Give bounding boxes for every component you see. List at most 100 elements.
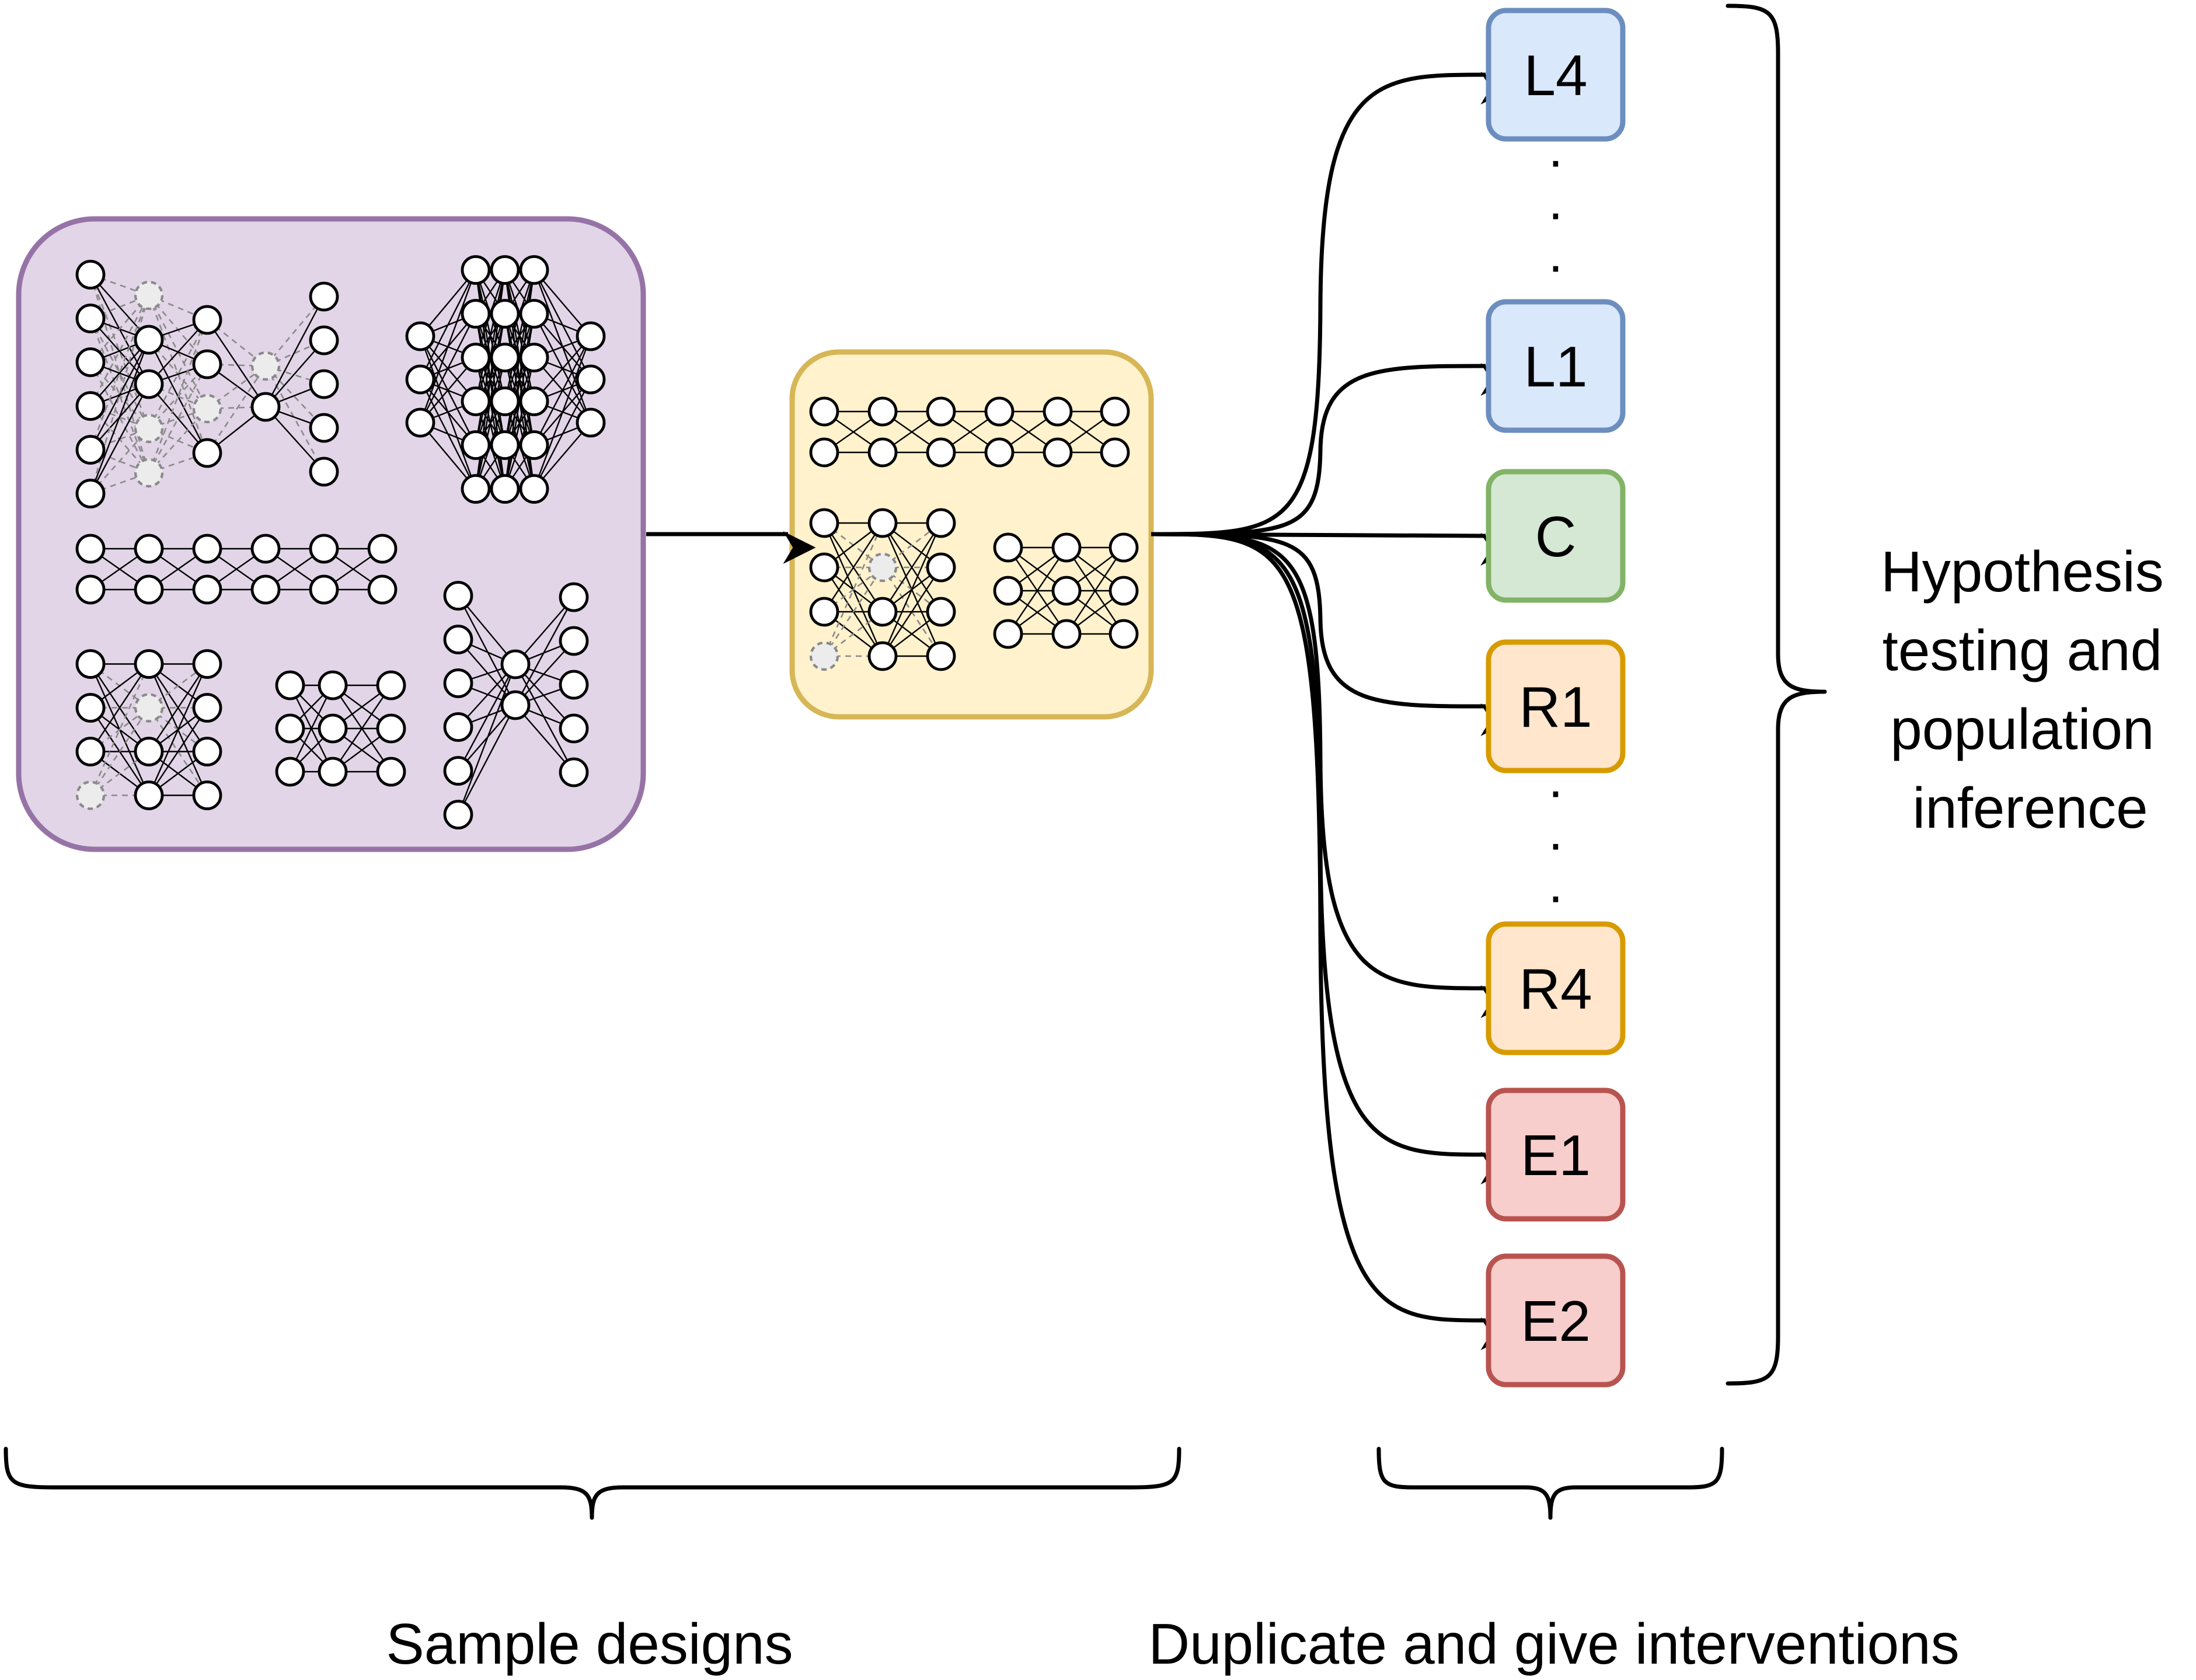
neuron	[75, 391, 106, 421]
neuron	[461, 474, 491, 504]
ellipsis-dot: ·	[1547, 762, 1564, 820]
connection	[457, 664, 517, 772]
dropped-neuron	[134, 413, 164, 444]
connection	[89, 318, 150, 473]
neuron	[576, 407, 606, 438]
neuron	[867, 597, 898, 627]
net-autoencoder	[75, 260, 339, 508]
connection	[89, 707, 150, 796]
neuron	[376, 713, 406, 744]
connection	[148, 664, 208, 796]
neuron	[75, 534, 106, 564]
connection	[89, 339, 150, 494]
neuron	[318, 670, 348, 700]
sample-designs-brace	[4, 1447, 1181, 1520]
connection	[1065, 547, 1125, 635]
net-bottleneck-neurons	[443, 581, 589, 829]
intervention-box-frame	[1486, 299, 1626, 433]
neuron	[250, 534, 281, 564]
ellipsis-dot: ·	[1547, 814, 1564, 873]
neuron	[1051, 619, 1082, 649]
neuron	[993, 532, 1023, 563]
neuron	[490, 386, 520, 416]
neuron	[461, 386, 491, 416]
dropped-neuron	[134, 693, 164, 723]
neuron	[559, 670, 589, 700]
net-chain	[75, 534, 398, 605]
neuron	[461, 430, 491, 460]
neuron	[192, 649, 222, 679]
net-deep-wide	[405, 255, 606, 504]
interventions-brace	[1376, 1447, 1724, 1520]
neuron	[490, 299, 520, 329]
connection	[514, 597, 575, 706]
net-autoencoder-neurons	[75, 260, 339, 508]
connection	[533, 336, 592, 446]
neuron	[250, 392, 281, 422]
intervention-box-l1: L1	[1486, 299, 1626, 433]
intervention-box-r1: R1	[1486, 639, 1626, 773]
connection	[206, 365, 267, 454]
neuron	[926, 508, 956, 538]
neuron	[519, 343, 549, 372]
ellipsis-dot: ·	[1547, 131, 1564, 190]
neuron	[134, 574, 164, 605]
connection	[89, 663, 150, 796]
neuron	[500, 690, 531, 720]
neuron	[926, 641, 956, 671]
neuron	[926, 437, 956, 468]
connection	[90, 663, 149, 752]
intervention-label: R4	[1519, 957, 1592, 1021]
connection	[148, 408, 208, 473]
neuron	[405, 407, 435, 438]
ellipsis-dots: ······	[1547, 131, 1564, 925]
intervention-box-c: C	[1486, 469, 1626, 603]
neuron	[1043, 396, 1073, 427]
neuron	[926, 396, 956, 427]
intervention-box-e1: E1	[1486, 1088, 1626, 1222]
right-label-line-2: testing and	[1883, 618, 2162, 682]
connection	[419, 270, 477, 423]
neuron	[443, 581, 473, 611]
connection	[475, 357, 506, 489]
neuron	[134, 780, 164, 810]
connection	[504, 270, 535, 402]
neuron	[318, 757, 348, 787]
neuron	[309, 413, 339, 443]
connection	[504, 357, 535, 489]
ellipsis-dot: ·	[1547, 236, 1564, 295]
neuron	[867, 437, 898, 468]
right-brace	[1726, 4, 1827, 1386]
neuron	[309, 534, 339, 564]
neuron	[1109, 532, 1139, 563]
right-label-line-4: inference	[1912, 776, 2148, 840]
neuron	[75, 435, 106, 465]
neuron	[75, 574, 106, 605]
ellipsis-dot: ·	[1547, 184, 1564, 242]
neuron	[75, 693, 106, 723]
neuron	[75, 649, 106, 679]
intervention-label: L4	[1524, 43, 1587, 107]
neuron	[309, 574, 339, 605]
neuron	[559, 713, 589, 744]
neuron	[1109, 619, 1139, 649]
neuron	[376, 670, 406, 700]
net-deep-wide-neurons	[405, 255, 606, 504]
neuron	[318, 713, 348, 744]
neuron	[309, 325, 339, 355]
neuron	[576, 364, 606, 395]
neuron	[443, 668, 473, 698]
connection	[881, 522, 942, 657]
neuron	[376, 757, 406, 787]
neuron	[1051, 532, 1082, 563]
neuron	[490, 255, 520, 285]
neuron	[405, 321, 435, 351]
connection	[332, 685, 392, 772]
neuron	[192, 534, 222, 564]
neuron	[75, 347, 106, 377]
neuron	[275, 713, 305, 744]
neuron	[192, 737, 222, 766]
connection	[89, 295, 150, 450]
connection	[148, 364, 208, 429]
